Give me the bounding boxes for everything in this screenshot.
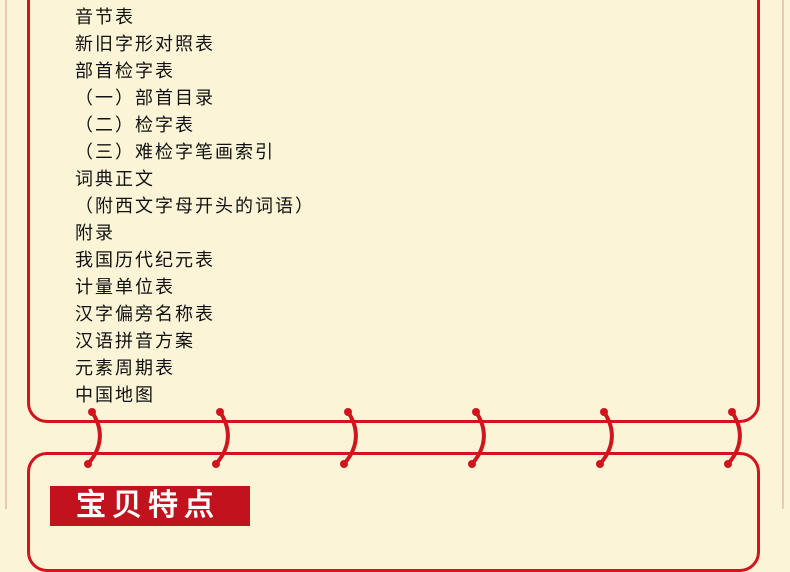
toc-item: （三）难检字笔画索引: [75, 142, 275, 163]
right-margin-line: [782, 0, 784, 509]
toc-item: 音节表: [75, 7, 135, 28]
binding-ring-icon: [342, 410, 358, 466]
binding-ring-icon: [470, 410, 486, 466]
toc-item: 中国地图: [75, 385, 155, 406]
toc-item: 元素周期表: [75, 358, 175, 379]
binding-ring-icon: [214, 410, 230, 466]
toc-item: （附西文字母开头的词语）: [75, 196, 315, 217]
binding-rings: [84, 408, 742, 468]
page: 音节表 新旧字形对照表 部首检字表 （一）部首目录 （二）检字表 （三）难检字笔…: [5, 0, 784, 572]
toc-item: 词典正文: [75, 169, 155, 190]
toc-item: （二）检字表: [75, 115, 195, 136]
binding-ring-icon: [86, 410, 102, 466]
toc-item: 汉字偏旁名称表: [75, 304, 215, 325]
toc-item: 我国历代纪元表: [75, 250, 215, 271]
toc-item: 附录: [75, 223, 115, 244]
toc-panel: [27, 0, 760, 423]
section-title-badge: 宝贝特点: [50, 486, 250, 526]
toc-item: 部首检字表: [75, 61, 175, 82]
toc-item: 汉语拼音方案: [75, 331, 195, 352]
toc-item: 新旧字形对照表: [75, 34, 215, 55]
binding-ring-icon: [726, 410, 742, 466]
left-margin-line: [5, 0, 7, 509]
toc-item: （一）部首目录: [75, 88, 215, 109]
toc-item: 计量单位表: [75, 277, 175, 298]
binding-ring-icon: [598, 410, 614, 466]
table-of-contents: 音节表 新旧字形对照表 部首检字表 （一）部首目录 （二）检字表 （三）难检字笔…: [75, 4, 315, 409]
